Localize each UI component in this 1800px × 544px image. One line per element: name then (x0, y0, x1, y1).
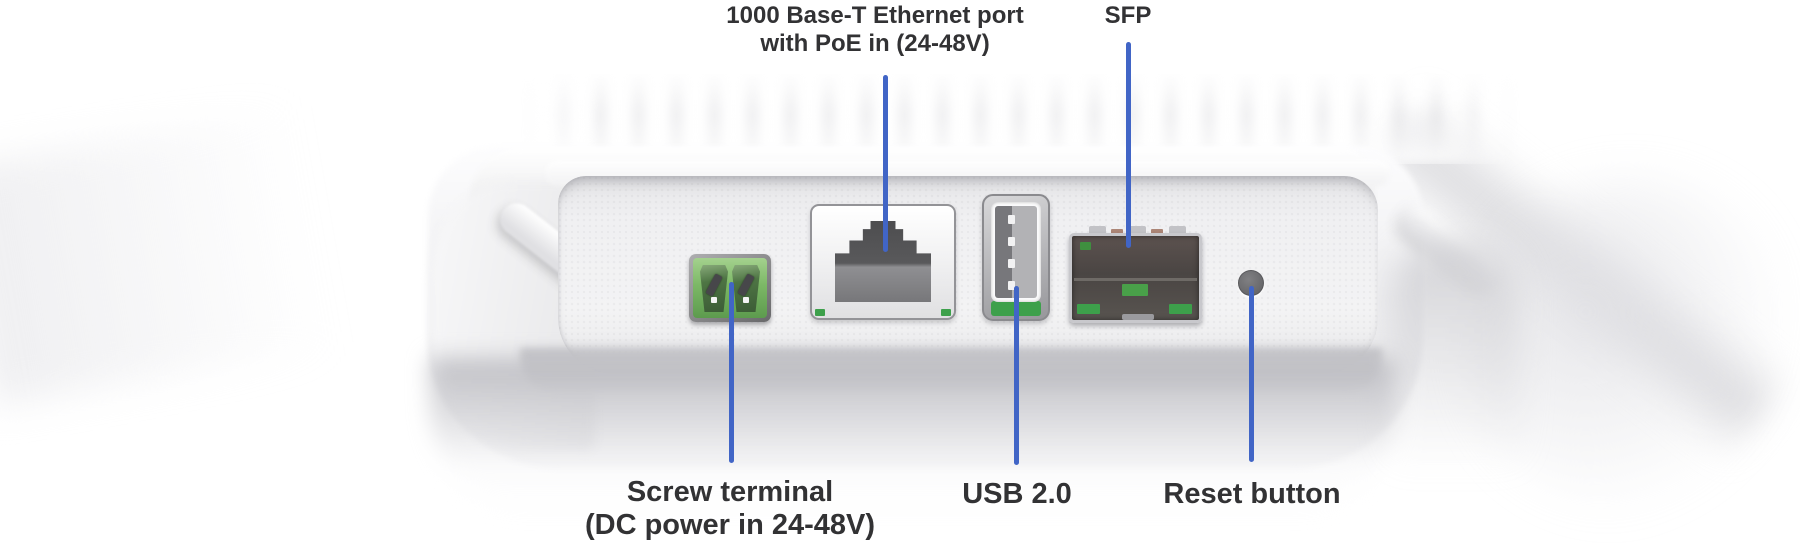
pcb-glimpse (1080, 242, 1091, 250)
device-right-shadow (1390, 240, 1520, 510)
label-sfp-text: SFP (1104, 2, 1152, 29)
usb-port (982, 194, 1050, 321)
pcb-glimpse (815, 309, 825, 316)
usb-contact (1008, 281, 1015, 290)
background-blur-left (0, 94, 418, 406)
body-lower-shading (430, 358, 1395, 516)
label-usb: USB 2.0 (887, 478, 1147, 511)
pcb-glimpse (941, 309, 951, 316)
label-reset-text: Reset button (1163, 478, 1341, 510)
label-ethernet-line2: with PoE in (24-48V) (760, 30, 990, 57)
pcb-glimpse (1122, 284, 1148, 296)
usb-contact (1008, 237, 1015, 246)
label-sfp: SFP (1028, 2, 1228, 30)
sfp-cage-opening (1069, 233, 1202, 323)
terminal-screw (705, 273, 723, 297)
leader-line-usb (1014, 286, 1019, 465)
pcb-glimpse (1169, 304, 1192, 314)
sfp-cage-port (1069, 226, 1202, 327)
label-ethernet-line1: 1000 Base-T Ethernet port (726, 2, 1024, 29)
sfp-latch (1122, 314, 1154, 320)
leader-line-reset (1249, 286, 1254, 462)
label-ethernet-port: 1000 Base-T Ethernet port with PoE in (2… (595, 2, 1155, 58)
leader-line-sfp (1126, 42, 1131, 248)
label-screw-line1: Screw terminal (626, 476, 834, 508)
pcb-glimpse (1077, 304, 1100, 314)
terminal-screw-highlight (711, 297, 717, 303)
usb-socket (995, 206, 1037, 298)
terminal-screw-highlight (743, 297, 749, 303)
terminal-screw (737, 273, 755, 297)
ethernet-rj45-port (810, 204, 956, 320)
screw-terminal-opening (732, 265, 760, 312)
sfp-divider (1074, 278, 1197, 281)
usb-contact (1008, 215, 1015, 224)
background-blur-right (1470, 180, 1800, 510)
leader-line-ethernet (883, 75, 888, 252)
usb-contact (1008, 259, 1015, 268)
usb-shell (991, 202, 1041, 302)
label-screw-line2: (DC power in 24-48V) (584, 509, 876, 541)
label-usb-text: USB 2.0 (962, 478, 1072, 510)
label-screw-terminal: Screw terminal (DC power in 24-48V) (450, 476, 1010, 542)
label-reset: Reset button (1092, 478, 1412, 511)
screw-terminal-opening (700, 265, 728, 312)
leader-line-screw-terminal (729, 282, 734, 463)
